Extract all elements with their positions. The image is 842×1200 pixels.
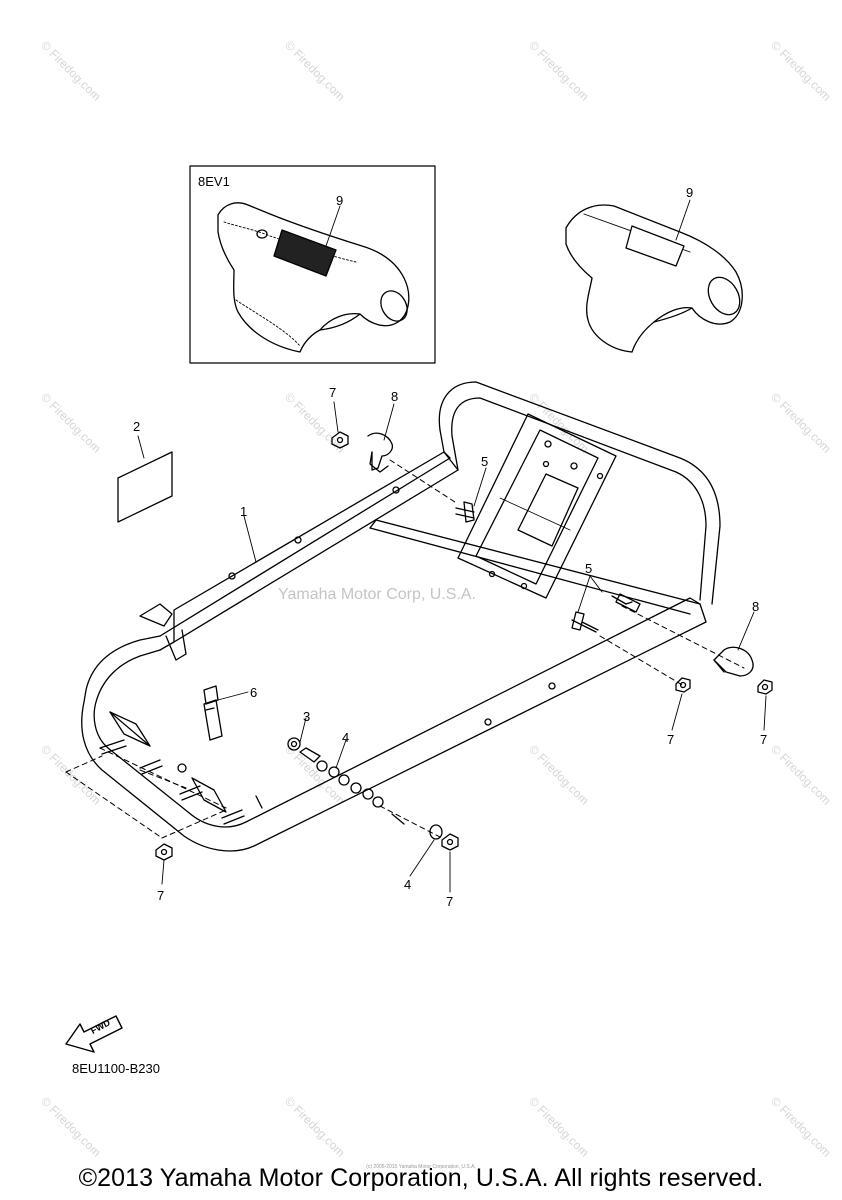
callout-7-left: 7 <box>157 888 165 903</box>
callout-5: 5 <box>481 454 489 469</box>
nut <box>155 843 173 861</box>
callout-7: 7 <box>329 385 337 400</box>
callout-2: 2 <box>133 419 141 434</box>
callout-7-right: 7 <box>760 732 768 747</box>
strap <box>203 685 223 741</box>
nut <box>331 431 349 449</box>
hook-bracket <box>367 432 394 473</box>
leader-lines <box>137 199 767 893</box>
center-watermark: Yamaha Motor Corp, U.S.A. <box>278 586 476 603</box>
callout-1: 1 <box>240 504 248 519</box>
stud <box>99 739 245 825</box>
callout-7-bottom: 7 <box>446 894 454 909</box>
copyright-notice: ©2013 Yamaha Motor Corporation, U.S.A. A… <box>78 1164 764 1192</box>
bolt <box>611 593 641 613</box>
bolt <box>455 501 475 523</box>
fwd-arrow <box>65 1015 123 1053</box>
assembly-lines <box>65 459 745 839</box>
bolt <box>571 611 599 633</box>
inset-handlebar-cover <box>217 202 410 353</box>
callout-4-lower: 4 <box>404 877 412 892</box>
callout-9-inset: 9 <box>336 193 344 208</box>
inset-label: 8EV1 <box>198 174 230 189</box>
callout-4: 4 <box>342 730 350 745</box>
callout-6: 6 <box>250 685 258 700</box>
nut <box>675 677 691 693</box>
callout-3: 3 <box>303 709 311 724</box>
diagram-code: 8EU1100-B230 <box>72 1061 160 1076</box>
callout-8: 8 <box>391 389 399 404</box>
nut <box>757 679 773 695</box>
tiny-credit: (c) 2005-2015 Yamaha Motor Corporation, … <box>366 1164 476 1170</box>
inset-box <box>189 165 436 364</box>
callout-9: 9 <box>686 185 694 200</box>
callout-5-right: 5 <box>585 561 593 576</box>
frame <box>81 381 721 852</box>
nut <box>441 833 459 851</box>
callout-7-mid: 7 <box>667 732 675 747</box>
handlebar-cover <box>565 204 743 353</box>
hook-bracket <box>713 646 754 677</box>
callout-8-right: 8 <box>752 599 760 614</box>
decal <box>117 451 173 523</box>
